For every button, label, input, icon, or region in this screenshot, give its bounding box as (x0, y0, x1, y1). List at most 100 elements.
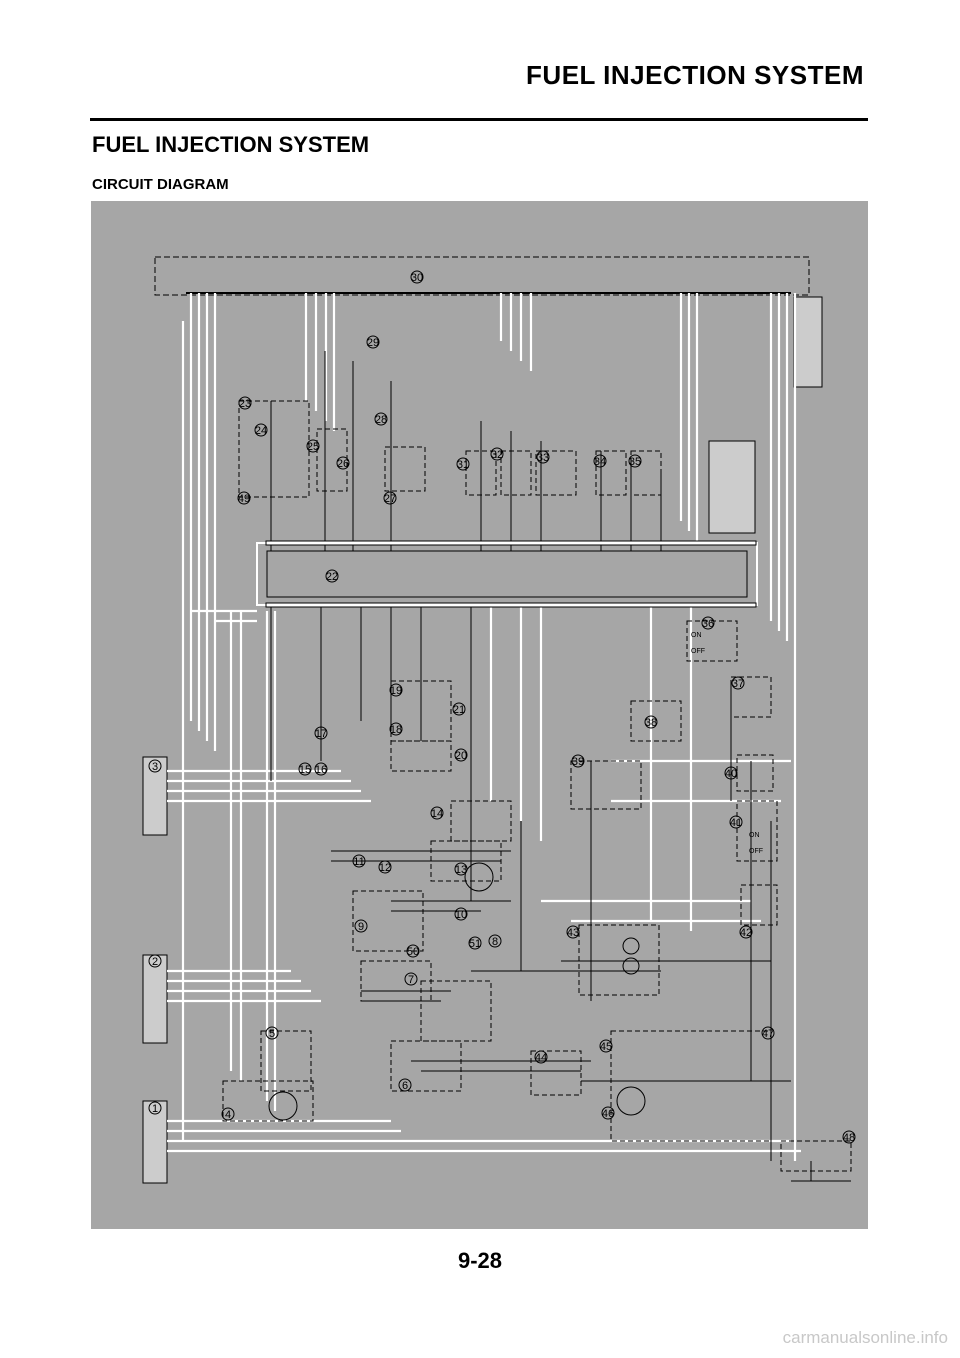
callout-marker: 19 (389, 683, 403, 697)
svg-text:29: 29 (367, 337, 379, 349)
connector-block (142, 954, 168, 1044)
svg-text:31: 31 (457, 459, 469, 471)
connector-block (142, 756, 168, 836)
svg-text:25: 25 (307, 441, 319, 453)
svg-text:3: 3 (152, 761, 158, 773)
callout-marker: 49 (237, 491, 251, 505)
svg-text:2: 2 (152, 956, 158, 968)
svg-text:19: 19 (390, 685, 402, 697)
ecu-pin-row (265, 540, 757, 546)
svg-text:51: 51 (469, 938, 481, 950)
callout-marker: 37 (731, 676, 745, 690)
svg-text:1: 1 (152, 1103, 158, 1115)
callout-marker: 30 (410, 270, 424, 284)
callout-marker: 16 (314, 762, 328, 776)
callout-marker: 39 (571, 754, 585, 768)
callout-marker: 46 (601, 1106, 615, 1120)
callout-marker: 22 (325, 569, 339, 583)
component-box (450, 800, 512, 842)
svg-text:38: 38 (645, 717, 657, 729)
callout-marker: 35 (628, 454, 642, 468)
callout-marker: 45 (599, 1039, 613, 1053)
svg-text:22: 22 (326, 571, 338, 583)
component-box (780, 1140, 852, 1172)
svg-text:50: 50 (407, 946, 419, 958)
svg-text:6: 6 (402, 1080, 408, 1092)
callout-marker: 38 (644, 715, 658, 729)
callout-marker: 3 (148, 759, 162, 773)
section-subtitle: CIRCUIT DIAGRAM (92, 176, 229, 193)
svg-text:43: 43 (567, 927, 579, 939)
callout-marker: 11 (352, 854, 366, 868)
top-harness-band (154, 256, 810, 296)
connector-block (708, 440, 756, 534)
callout-marker: 18 (389, 722, 403, 736)
callout-marker: 51 (468, 936, 482, 950)
svg-text:36: 36 (702, 618, 714, 630)
callout-marker: 7 (404, 972, 418, 986)
component-box (630, 700, 682, 742)
svg-text:46: 46 (602, 1108, 614, 1120)
component-box (595, 450, 627, 496)
switch-label-on: ON (691, 632, 702, 639)
component-box (736, 800, 778, 862)
callout-marker: 23 (238, 396, 252, 410)
callout-marker: 48 (842, 1130, 856, 1144)
svg-text:16: 16 (315, 764, 327, 776)
svg-text:32: 32 (491, 449, 503, 461)
svg-text:8: 8 (492, 936, 498, 948)
svg-text:26: 26 (337, 458, 349, 470)
motor-symbol (464, 862, 494, 892)
callout-marker: 25 (306, 439, 320, 453)
ecu-pin-row (265, 602, 757, 608)
svg-text:41: 41 (730, 817, 742, 829)
component-box (238, 400, 310, 498)
callout-marker: 27 (383, 491, 397, 505)
callout-marker: 15 (298, 762, 312, 776)
component-box (390, 1040, 462, 1092)
svg-text:30: 30 (411, 272, 423, 284)
callout-marker: 14 (430, 806, 444, 820)
svg-text:18: 18 (390, 724, 402, 736)
svg-text:20: 20 (455, 750, 467, 762)
svg-text:5: 5 (269, 1028, 275, 1040)
svg-text:24: 24 (255, 425, 267, 437)
svg-text:48: 48 (843, 1132, 855, 1144)
svg-text:15: 15 (299, 764, 311, 776)
callout-marker: 32 (490, 447, 504, 461)
callout-marker: 17 (314, 726, 328, 740)
callout-marker: 31 (456, 457, 470, 471)
svg-text:45: 45 (600, 1041, 612, 1053)
svg-text:34: 34 (594, 456, 606, 468)
svg-text:44: 44 (535, 1052, 547, 1064)
svg-text:42: 42 (740, 927, 752, 939)
component-box (384, 446, 426, 492)
callout-marker: 10 (454, 907, 468, 921)
callout-marker: 2 (148, 954, 162, 968)
component-box (686, 620, 738, 662)
svg-text:39: 39 (572, 756, 584, 768)
callout-marker: 13 (454, 862, 468, 876)
component-box (630, 450, 662, 496)
component-box (316, 428, 348, 492)
component-box (390, 740, 452, 772)
component-box (610, 1030, 772, 1142)
circuit-diagram: 1 2 3 4 5 6 7 8 9 10 11 12 13 14 15 16 1… (91, 201, 868, 1229)
header-title: FUEL INJECTION SYSTEM (526, 60, 864, 90)
switch-label-off: OFF (691, 648, 705, 655)
watermark: carmanualsonline.info (782, 1328, 948, 1347)
component-box (570, 760, 642, 810)
component-box (500, 450, 532, 496)
svg-text:23: 23 (239, 398, 251, 410)
connector-block (793, 296, 823, 388)
svg-text:47: 47 (762, 1028, 774, 1040)
svg-text:14: 14 (431, 808, 443, 820)
header-rule (90, 118, 868, 121)
callout-marker: 29 (366, 335, 380, 349)
svg-text:35: 35 (629, 456, 641, 468)
callout-marker: 1 (148, 1101, 162, 1115)
svg-text:40: 40 (725, 768, 737, 780)
motor-symbol (616, 1086, 646, 1116)
component-box (730, 676, 772, 718)
callout-marker: 43 (566, 925, 580, 939)
